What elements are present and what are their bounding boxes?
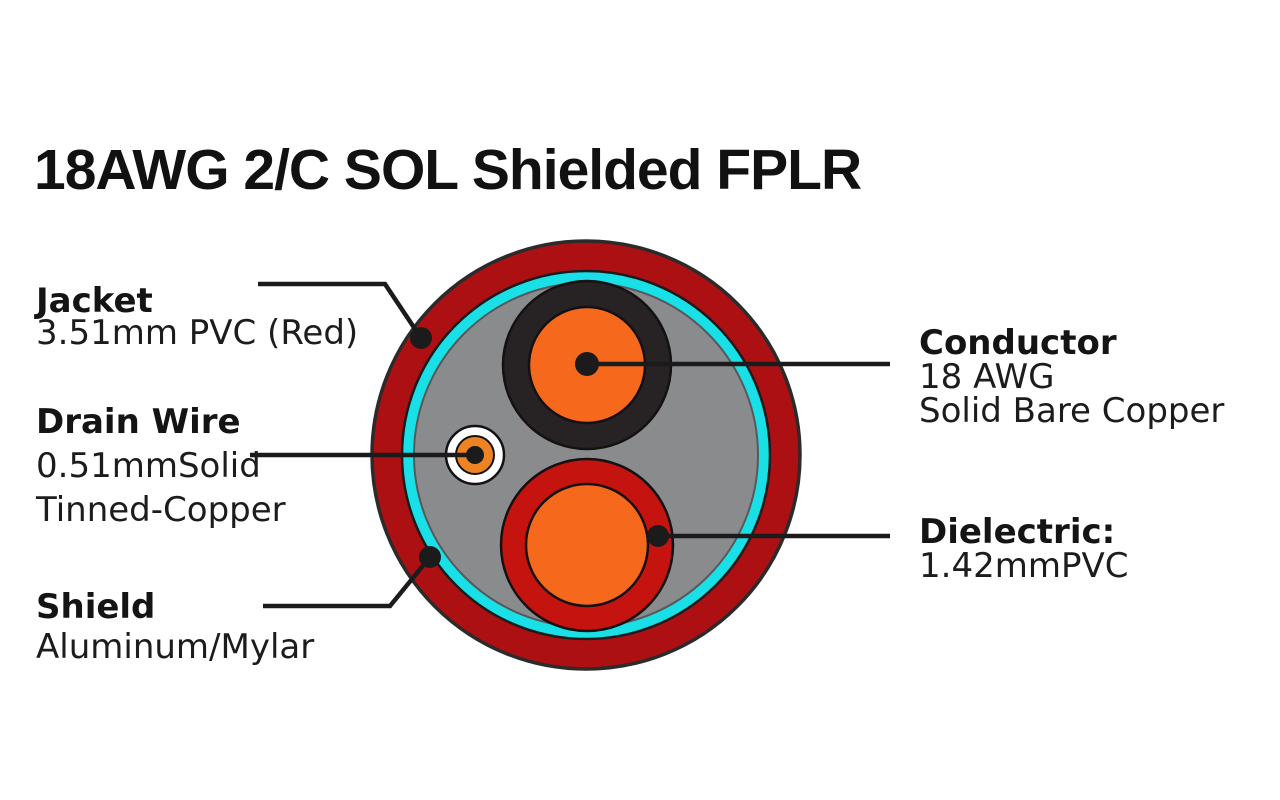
jacket-callout-desc: 3.51mm PVC (Red): [36, 313, 359, 353]
shield-leader-dot: [419, 546, 441, 568]
shield-leader-line: [263, 555, 432, 609]
leader-dots: [410, 327, 669, 568]
jacket-callout: Jacket 3.51mm PVC (Red): [36, 281, 359, 353]
cable-layers: [370, 239, 802, 671]
jacket-callout-title: Jacket: [36, 281, 153, 321]
conductor-leader-dot: [575, 352, 599, 376]
conductor-callout: Conductor 18 AWG Solid Bare Copper: [919, 326, 1224, 428]
shield-callout-desc: Aluminum/Mylar: [36, 627, 315, 667]
conductor-callout-desc-line1: 18 AWG: [919, 357, 1055, 397]
conductor-callout-desc-line2: Solid Bare Copper: [919, 391, 1225, 431]
bottom-conductor-core: [524, 482, 650, 608]
conductor-callout-title: Conductor: [919, 323, 1117, 363]
drain-wire-callout: Drain Wire 0.51mmSolid Tinned-Copper: [36, 400, 286, 532]
dielectric-callout-desc: 1.42mmPVC: [919, 546, 1129, 586]
drain-wire-callout-desc-line1: 0.51mmSolid: [36, 446, 261, 486]
shield-callout: Shield Aluminum/Mylar: [36, 587, 314, 667]
leader-lines: [250, 281, 890, 609]
drain-wire-callout-desc-line2: Tinned-Copper: [36, 490, 286, 530]
dielectric-callout: Dielectric: 1.42mmPVC: [919, 515, 1128, 583]
jacket-leader-line: [258, 281, 423, 340]
page-title: 18AWG 2/C SOL Shielded FPLR: [34, 138, 862, 202]
drain-wire-callout-title: Drain Wire: [36, 402, 241, 442]
shield-callout-title: Shield: [36, 587, 156, 627]
drain-wire-leader-dot: [466, 446, 484, 464]
dielectric-leader-dot: [647, 525, 669, 547]
jacket-leader-dot: [410, 327, 432, 349]
dielectric-callout-title: Dielectric:: [919, 512, 1116, 552]
